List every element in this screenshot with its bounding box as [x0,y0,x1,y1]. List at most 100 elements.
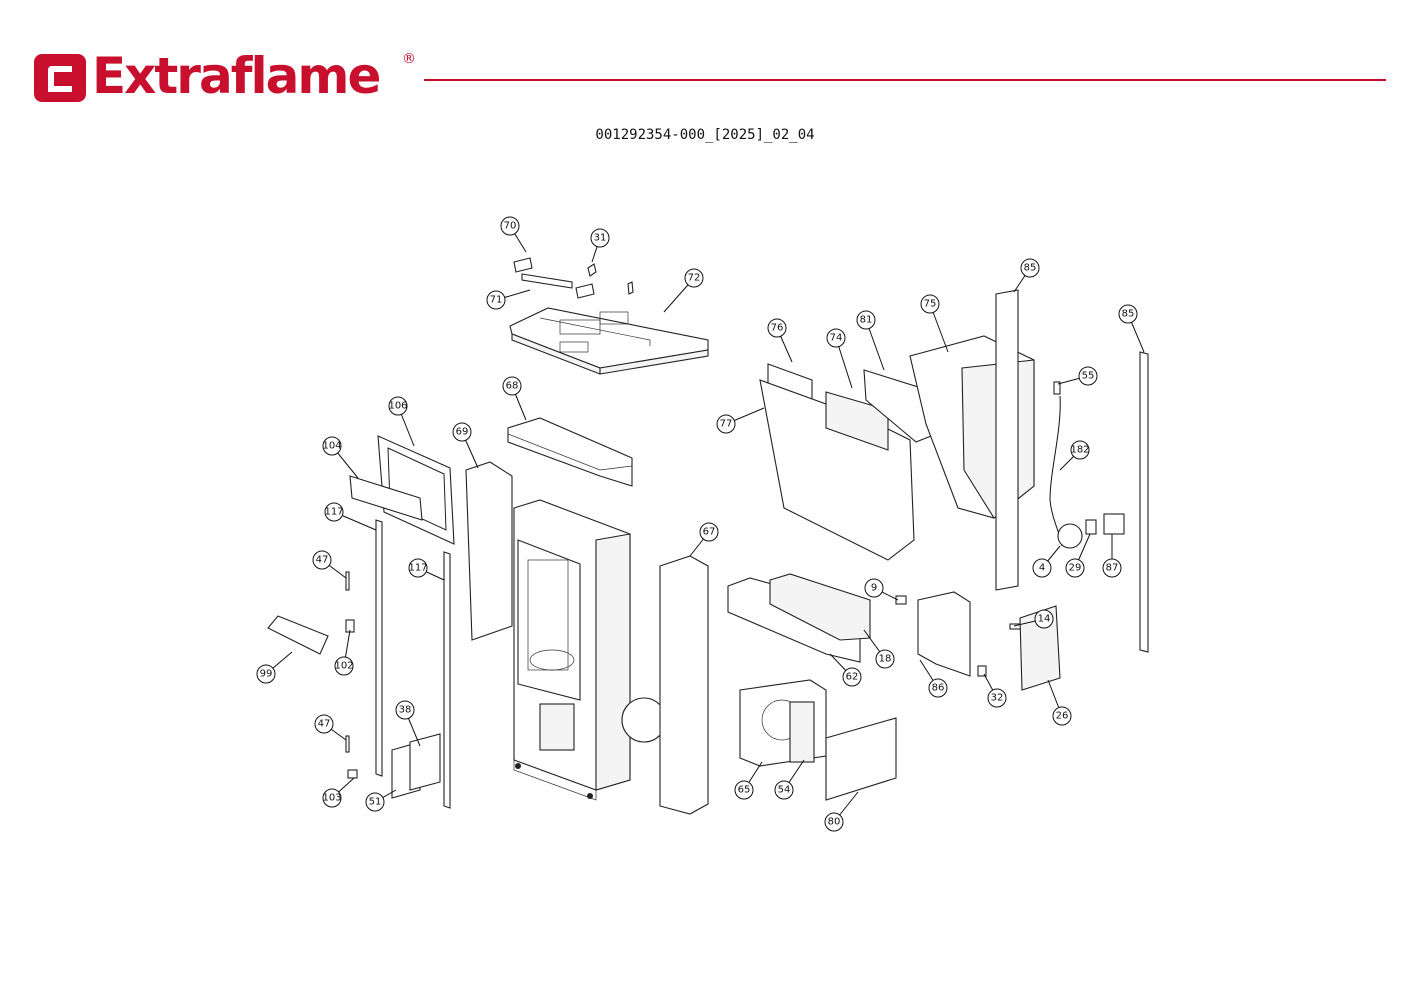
callout-182: 182 [1059,440,1090,471]
brand-name: Extraflame [92,47,381,105]
callout-label: 51 [369,797,382,808]
callout-circle [920,294,940,314]
callout-circle [452,422,472,442]
part-panel-69 [465,461,513,641]
part-panel-67 [659,555,709,815]
callout-circle [312,550,332,570]
header-rule [424,79,1386,81]
callout-label: 47 [318,719,331,730]
part-55 [1053,381,1061,395]
callout-label: 117 [408,563,427,574]
callout-circle [500,216,520,236]
part-87 [1103,513,1125,535]
callout-label: 62 [846,672,859,683]
callout-label: 9 [871,583,877,594]
part-47a [345,571,350,591]
callout-label: 104 [322,441,341,452]
callout-circle [1052,706,1072,726]
callout-circle [1020,258,1040,278]
part-panel-80 [825,717,897,801]
callout-label: 85 [1024,263,1037,274]
callout-31: 31 [590,228,610,263]
callout-label: 54 [778,785,791,796]
callout-circle [1032,558,1052,578]
part-cable-182 [1049,395,1063,547]
callout-76: 76 [767,318,793,363]
callout-circle [1102,558,1122,578]
callout-86: 86 [919,659,948,698]
part-9 [895,595,907,605]
part-top-cover [509,307,709,375]
callout-62: 62 [829,653,862,687]
callout-102: 102 [334,629,354,676]
callout-label: 65 [738,785,751,796]
document-code: 001292354-000_[2025]_02_04 [595,127,815,143]
callout-label: 31 [594,233,607,244]
callout-label: 55 [1082,371,1095,382]
callout-80: 80 [824,791,859,832]
callout-47: 47 [314,714,347,741]
part-main-body [513,499,667,801]
callout-circle [734,780,754,800]
callout-label: 68 [506,381,519,392]
callout-label: 117 [324,507,343,518]
callout-label: 75 [924,299,937,310]
callout-32: 32 [983,673,1007,708]
callout-circle [842,667,862,687]
callout-label: 74 [830,333,843,344]
callout-70: 70 [500,216,527,253]
part-32 [977,665,987,677]
callout-18: 18 [863,629,895,669]
part-68 [507,417,633,487]
callout-label: 87 [1106,563,1119,574]
callout-circle [388,396,408,416]
logo-mark-icon [34,54,86,102]
callout-circle [486,290,506,310]
callout-label: 29 [1069,563,1082,574]
callout-circle [1118,304,1138,324]
callout-117: 117 [408,558,445,581]
callout-47: 47 [312,550,347,579]
callout-label: 69 [456,427,469,438]
callout-label: 32 [991,693,1004,704]
callout-14: 14 [1013,609,1054,629]
callout-circle [408,558,428,578]
callout-77: 77 [716,407,765,434]
part-104 [349,475,423,521]
callout-51: 51 [365,789,397,812]
callout-circle [322,788,342,808]
callout-103: 103 [322,777,355,808]
callout-circle [864,578,884,598]
callout-26: 26 [1047,679,1072,726]
callout-circle [365,792,385,812]
part-rail-85a [995,289,1019,591]
callout-circle [987,688,1007,708]
callout-circle [824,812,844,832]
extraflame-logo: Extraflame ® [34,47,418,105]
callout-circle [322,436,342,456]
callout-85: 85 [1118,304,1145,353]
callout-circle [928,678,948,698]
part-38 [409,733,441,791]
callout-99: 99 [256,651,293,684]
callout-circle [1078,366,1098,386]
callout-circle [767,318,787,338]
callout-circle [256,664,276,684]
registered-mark: ® [402,51,416,67]
callout-label: 72 [688,273,701,284]
part-99 [267,615,329,655]
callout-label: 86 [932,683,945,694]
callout-label: 14 [1038,614,1051,625]
callout-72: 72 [663,268,704,313]
callout-38: 38 [395,700,421,747]
callout-circle [826,328,846,348]
part-brackets-70 [513,257,634,299]
callout-71: 71 [486,289,531,310]
callout-circle [856,310,876,330]
callout-29: 29 [1065,533,1091,578]
callout-104: 104 [322,436,359,479]
callout-circle [699,522,719,542]
callout-circle [324,502,344,522]
callout-106: 106 [388,396,415,447]
